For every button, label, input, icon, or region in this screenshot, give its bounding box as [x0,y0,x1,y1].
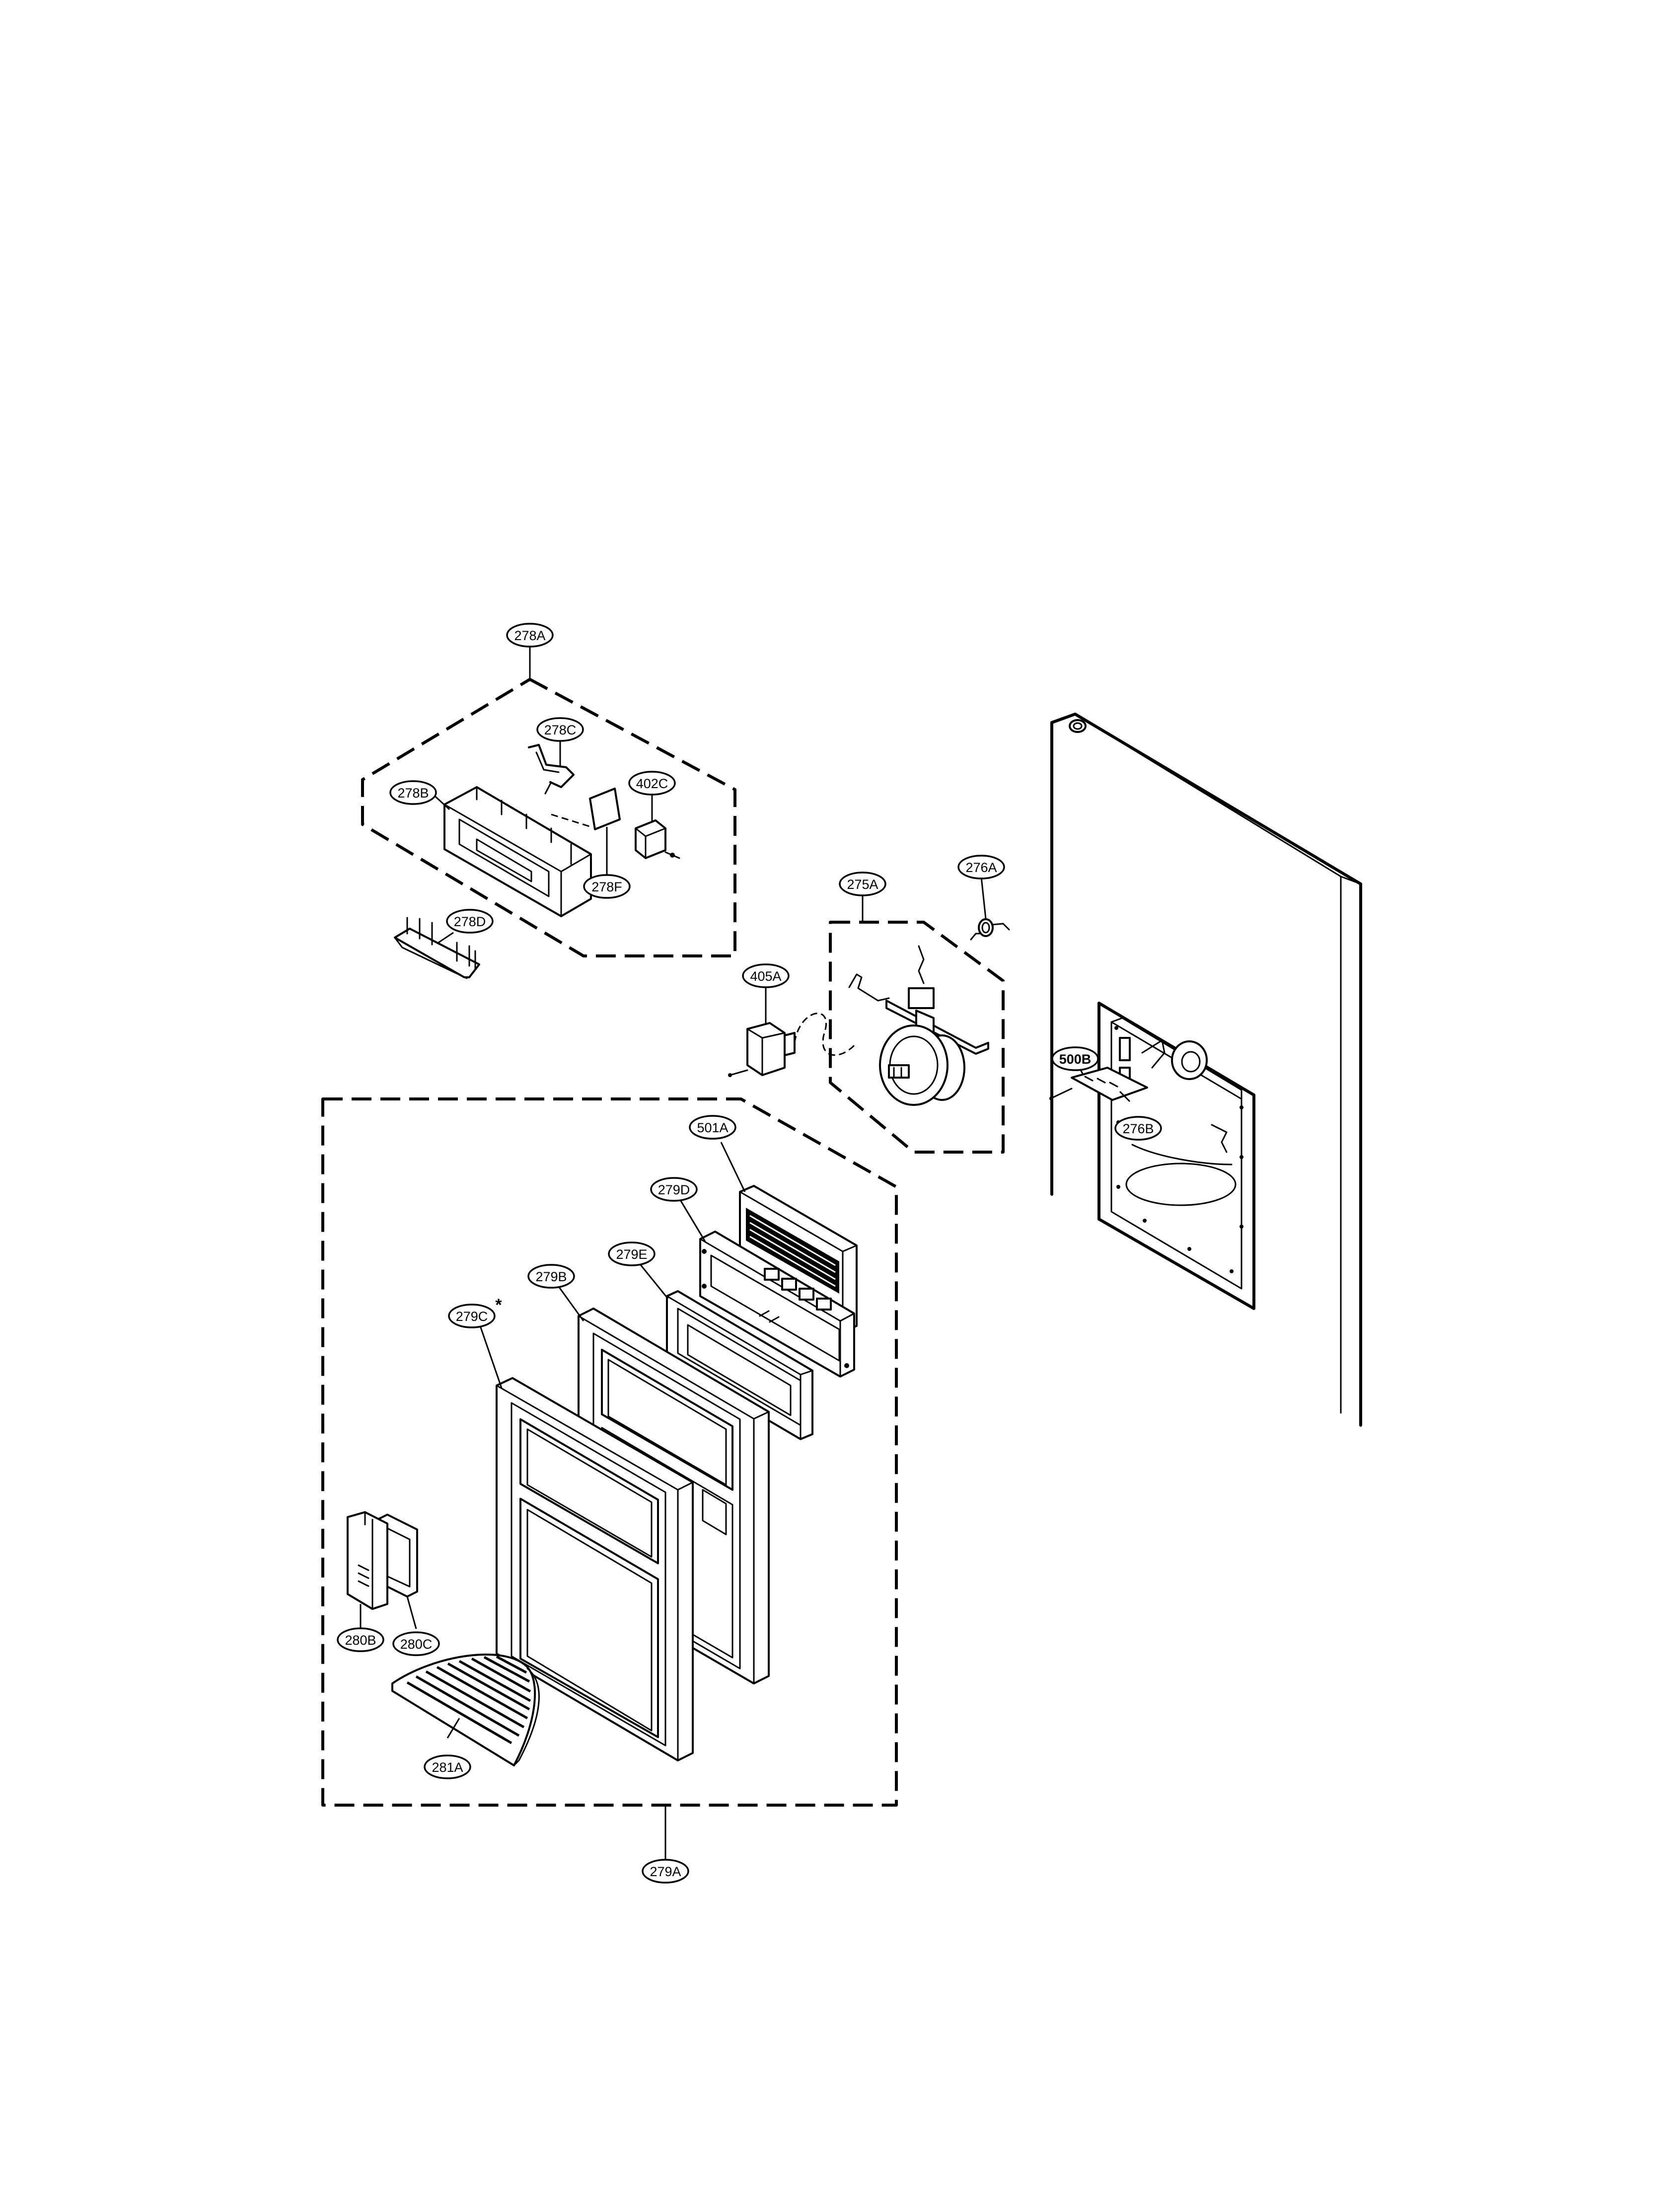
callout-276B: 276B [1114,1116,1162,1141]
callout-275A: 275A [839,872,886,896]
label-278C: 278C [544,723,577,737]
part-276A-spring[interactable] [970,918,1010,941]
label-276B: 276B [1122,1121,1154,1136]
group-278A-boundary [361,678,736,957]
label-280B: 280B [345,1633,376,1648]
part-402C-switch[interactable] [635,819,680,859]
group-279A [321,1097,898,1860]
label-278F: 278F [591,879,622,894]
callout-278C: 278C [536,717,584,742]
callout-279C: 279C * [448,1296,502,1328]
callout-279A: 279A [642,1859,689,1884]
door-panel [1050,713,1362,1427]
label-402C: 402C [636,776,668,791]
callout-280C: 280C [392,1631,440,1656]
callout-276A: 276A [957,855,1005,879]
label-500B: 500B [1059,1052,1092,1067]
part-279D-frame[interactable] [699,1231,855,1378]
label-279C: 279C [456,1309,488,1324]
label-501A: 501A [697,1120,728,1135]
callout-280B: 280B [337,1627,384,1652]
label-276A: 276A [965,860,997,875]
part-280B-paddle[interactable] [347,1511,388,1610]
callout-281A: 281A [424,1754,471,1779]
part-278F-plate[interactable] [589,788,621,830]
label-280C: 280C [400,1637,433,1652]
label-278B: 278B [397,786,429,801]
callout-279D: 279D [650,1177,698,1202]
callout-279E: 279E [608,1241,656,1266]
part-281A-drip-tray[interactable] [391,1653,540,1766]
label-281A: 281A [432,1760,463,1775]
group-279A-boundary [321,1097,898,1807]
label-279B: 279B [535,1269,567,1284]
callout-500B: 500B [1051,1046,1099,1071]
label-279A: 279A [650,1864,681,1879]
part-405A-solenoid[interactable] [728,1022,796,1077]
part-501A-display[interactable] [739,1185,858,1333]
group-275A-boundary [829,921,1005,1154]
callout-402C: 402C [628,771,676,796]
callout-405A: 405A [742,963,790,988]
callout-501A: 501A [689,1115,736,1140]
callout-278F: 278F [583,874,631,899]
part-278D-bracket[interactable] [394,917,480,979]
callout-279B: 279B [527,1264,575,1289]
part-500B-board[interactable] [1049,1067,1148,1101]
label-275A: 275A [847,877,878,892]
label-278A: 278A [514,628,545,643]
callout-278B: 278B [389,780,437,805]
callout-278A: 278A [506,623,554,648]
wire-405A-275A [794,1013,858,1056]
group-278A [361,647,736,957]
label-405A: 405A [750,969,781,984]
label-279E: 279E [616,1247,647,1262]
part-278C-bracket[interactable] [528,744,575,795]
label-278D: 278D [454,914,486,929]
part-278B-housing[interactable] [443,786,592,917]
label-279C-asterisk: * [495,1296,502,1314]
label-279D: 279D [658,1182,690,1197]
callout-278D: 278D [446,909,494,934]
part-275A-motor[interactable] [848,945,989,1106]
part-279C-front-panel[interactable] [496,1377,694,1761]
group-275A [829,895,1005,1154]
